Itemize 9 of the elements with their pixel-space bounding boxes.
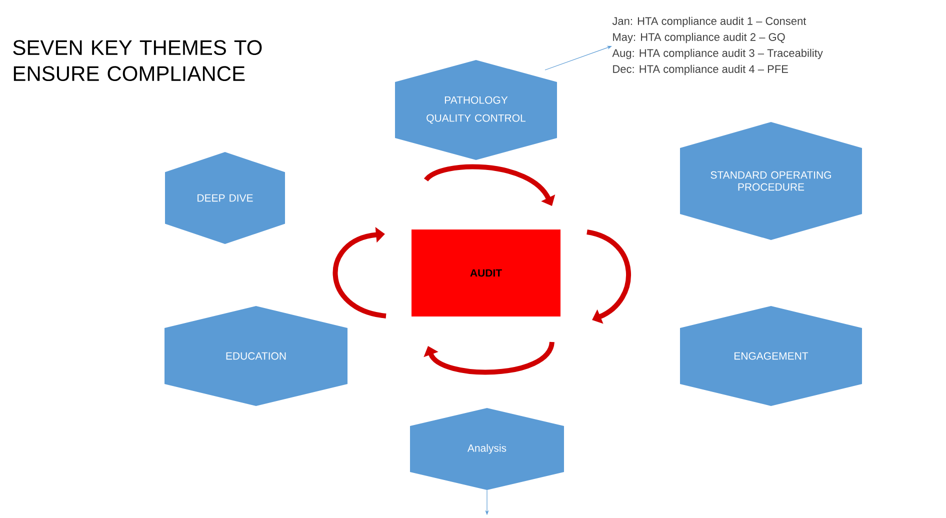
- hexagon: DEEP DIVE: [165, 152, 285, 244]
- hexagon: Analysis: [410, 408, 564, 490]
- note-text: Jan: HTA compliance audit 1 – Consent May: HTA compliance audit 2 – GQ Aug: HTA compliance audit 3 – Traceability Dec: HTA compliance audit 4 – PFE: [612, 16, 823, 76]
- hexagon: ENGAGEMENT: [680, 306, 862, 406]
- hexagon: PATHOLOGY QUALITY CONTROL: [395, 60, 557, 160]
- hexagon: STANDARD OPERATING PROCEDURE: [680, 122, 862, 240]
- title: SEVEN KEY THEMES TO ENSURE COMPLIANCE: [13, 40, 262, 82]
- hexagon: EDUCATION: [164, 306, 348, 406]
- audit-box: AUDIT: [412, 229, 560, 316]
